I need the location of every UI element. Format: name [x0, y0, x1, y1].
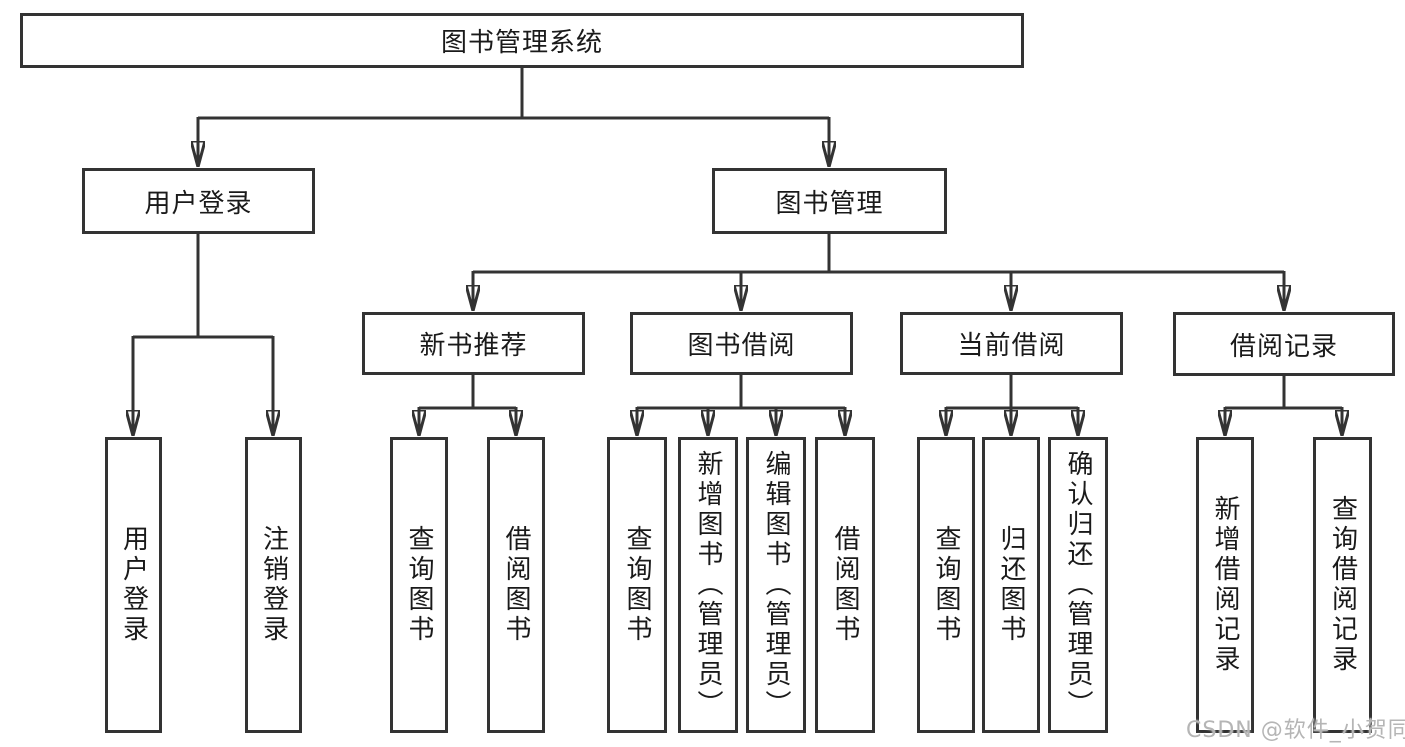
connector-records-split — [1225, 375, 1342, 410]
node-leaf-rec-add-record-label: 新增借阅记录 — [1210, 495, 1240, 675]
node-leaf-bb-borrow-books-label: 借阅图书 — [830, 525, 860, 645]
connector-login-split — [133, 234, 273, 339]
node-leaf-logout-label: 注销登录 — [258, 525, 289, 645]
node-new-books: 新书推荐 — [362, 312, 585, 375]
node-leaf-nb-query-books: 查询图书 — [390, 437, 448, 733]
node-leaf-bb-add-books: 新增图书（管理员） — [678, 437, 738, 733]
node-new-books-label: 新书推荐 — [419, 331, 528, 361]
node-root: 图书管理系统 — [20, 13, 1024, 68]
connector-mgmt-split — [473, 234, 1284, 274]
connector-book-borrow-split — [637, 375, 845, 410]
connector-new-books-split — [419, 375, 516, 410]
node-leaf-nb-borrow-books-label: 借阅图书 — [501, 525, 531, 645]
node-leaf-user-login: 用户登录 — [105, 437, 162, 733]
node-borrow-records-label: 借阅记录 — [1229, 331, 1338, 362]
connector-root-split — [198, 68, 829, 120]
node-leaf-cur-query-books: 查询图书 — [917, 437, 975, 733]
node-borrow-records: 借阅记录 — [1173, 312, 1395, 376]
node-leaf-cur-return-books: 归还图书 — [982, 437, 1040, 733]
node-book-mgmt-label: 图书管理 — [775, 188, 884, 219]
node-user-login: 用户登录 — [82, 168, 315, 234]
node-leaf-bb-edit-books-label: 编辑图书（管理员） — [761, 450, 791, 720]
node-current-borrow-label: 当前借阅 — [957, 331, 1066, 361]
node-book-borrow: 图书借阅 — [630, 312, 853, 375]
node-leaf-bb-query-books: 查询图书 — [607, 437, 667, 733]
node-leaf-bb-query-books-label: 查询图书 — [622, 525, 652, 645]
connector-current-split — [946, 375, 1078, 410]
node-leaf-bb-edit-books: 编辑图书（管理员） — [746, 437, 806, 733]
node-leaf-cur-confirm-return: 确认归还（管理员） — [1048, 437, 1108, 733]
node-leaf-rec-add-record: 新增借阅记录 — [1196, 437, 1254, 733]
node-leaf-user-login-label: 用户登录 — [118, 525, 149, 645]
node-book-borrow-label: 图书借阅 — [687, 331, 796, 361]
node-leaf-rec-query-record-label: 查询借阅记录 — [1327, 495, 1358, 675]
node-leaf-cur-query-books-label: 查询图书 — [931, 525, 961, 645]
node-leaf-bb-add-books-label: 新增图书（管理员） — [693, 450, 723, 720]
node-leaf-cur-confirm-return-label: 确认归还（管理员） — [1063, 450, 1093, 720]
node-leaf-cur-return-books-label: 归还图书 — [996, 525, 1026, 645]
node-leaf-bb-borrow-books: 借阅图书 — [815, 437, 875, 733]
node-leaf-nb-borrow-books: 借阅图书 — [487, 437, 545, 733]
watermark: CSDN @软件_小贺同学 — [1186, 718, 1405, 743]
node-root-label: 图书管理系统 — [440, 28, 603, 58]
node-leaf-logout: 注销登录 — [245, 437, 302, 733]
node-user-login-label: 用户登录 — [144, 188, 253, 219]
node-book-mgmt: 图书管理 — [712, 168, 947, 234]
node-current-borrow: 当前借阅 — [900, 312, 1123, 375]
node-leaf-nb-query-books-label: 查询图书 — [404, 525, 434, 645]
node-leaf-rec-query-record: 查询借阅记录 — [1313, 437, 1372, 733]
